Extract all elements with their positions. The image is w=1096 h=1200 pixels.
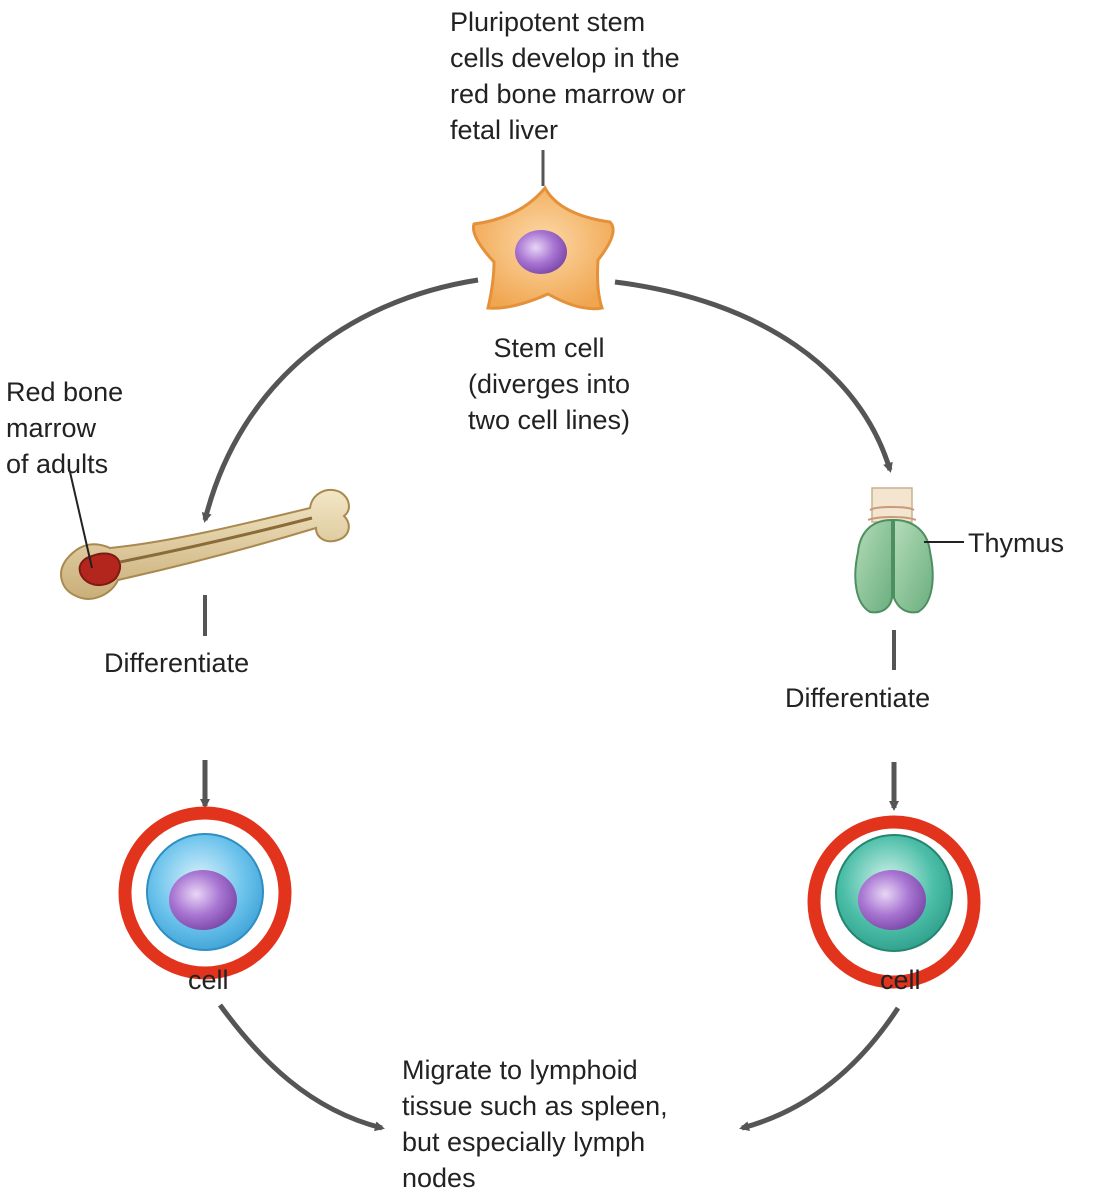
marrow-leader-line xyxy=(69,471,93,569)
arrow-stem-to-thymus xyxy=(614,279,893,473)
highlight-ring-left xyxy=(118,806,292,980)
b-cell-icon xyxy=(146,833,264,951)
differentiate-right-label: Differentiate xyxy=(785,683,931,713)
b-cell-partial-label: cell xyxy=(188,965,229,995)
t-cell-partial-label: cell xyxy=(880,965,921,995)
stem-origin-label: Pluripotent stem cells develop in the re… xyxy=(450,7,686,145)
stem-cell-label: Stem cell (diverges into two cell lines) xyxy=(467,333,631,435)
arrow-stem-to-bone xyxy=(201,277,479,523)
arrow-bcell-to-lymphoid xyxy=(217,1003,385,1132)
highlight-ring-right xyxy=(807,815,981,989)
differentiate-left-label: Differentiate xyxy=(104,648,250,678)
migrate-label: Migrate to lymphoid tissue such as splee… xyxy=(402,1055,668,1193)
t-cell-icon xyxy=(835,834,953,952)
bone-icon xyxy=(60,489,350,600)
thymus-label: Thymus xyxy=(968,528,1065,558)
thymus-icon xyxy=(854,487,934,614)
red-bone-marrow-label: Red bone marrow of adults xyxy=(6,377,124,479)
stem-cell-icon xyxy=(471,185,615,311)
arrow-tcell-to-lymphoid xyxy=(739,1006,901,1132)
